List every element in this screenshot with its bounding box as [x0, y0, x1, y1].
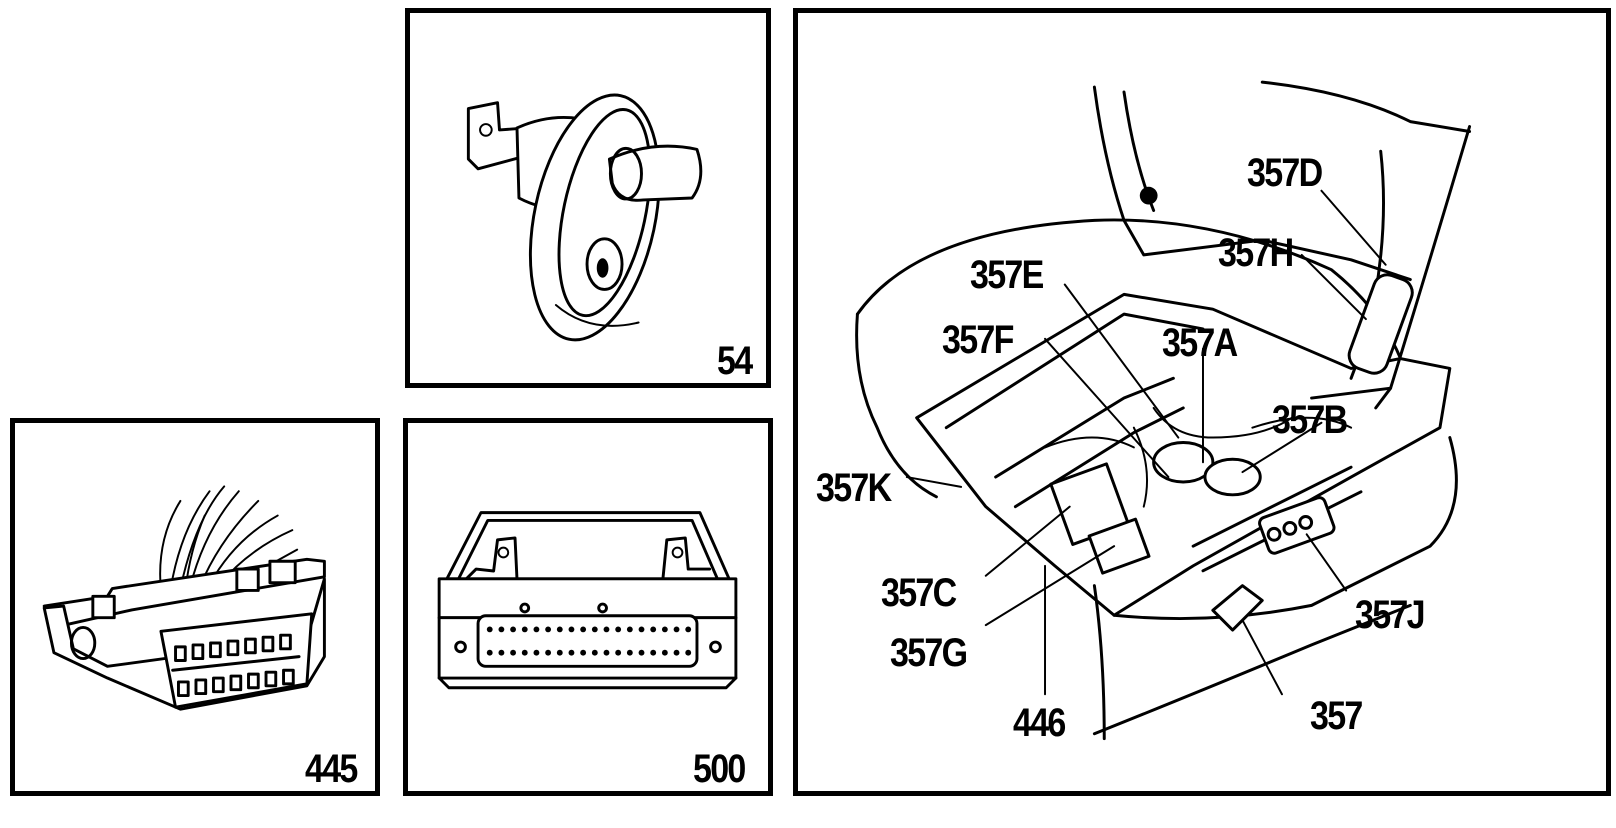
part-label-500: 500	[693, 747, 746, 791]
connector-illustration	[42, 485, 326, 711]
callout-357J: 357J	[1355, 593, 1426, 637]
callout-357H: 357H	[1218, 231, 1294, 275]
callout-357B: 357B	[1272, 398, 1348, 442]
callout-357E: 357E	[970, 253, 1044, 297]
callout-357D: 357D	[1247, 151, 1323, 195]
panel-54-switch: 54	[405, 8, 771, 388]
switch-illustration	[466, 93, 703, 342]
module-illustration	[437, 511, 738, 690]
callout-357C: 357C	[881, 571, 957, 615]
callout-357G: 357G	[890, 631, 968, 675]
callout-357F: 357F	[942, 318, 1014, 362]
callout-357A: 357A	[1162, 321, 1238, 365]
part-label-445: 445	[305, 747, 358, 791]
part-label-54: 54	[717, 339, 753, 383]
seat-illustration	[855, 80, 1472, 741]
panel-seat: 357D 357H 357E 357F 357A 357B 357K 357C …	[793, 8, 1611, 796]
callout-446: 446	[1013, 701, 1066, 745]
callout-357K: 357K	[816, 466, 892, 510]
callout-357: 357	[1310, 694, 1363, 738]
panel-445-connector: 445	[10, 418, 380, 796]
panel-500-module: 500	[403, 418, 773, 796]
